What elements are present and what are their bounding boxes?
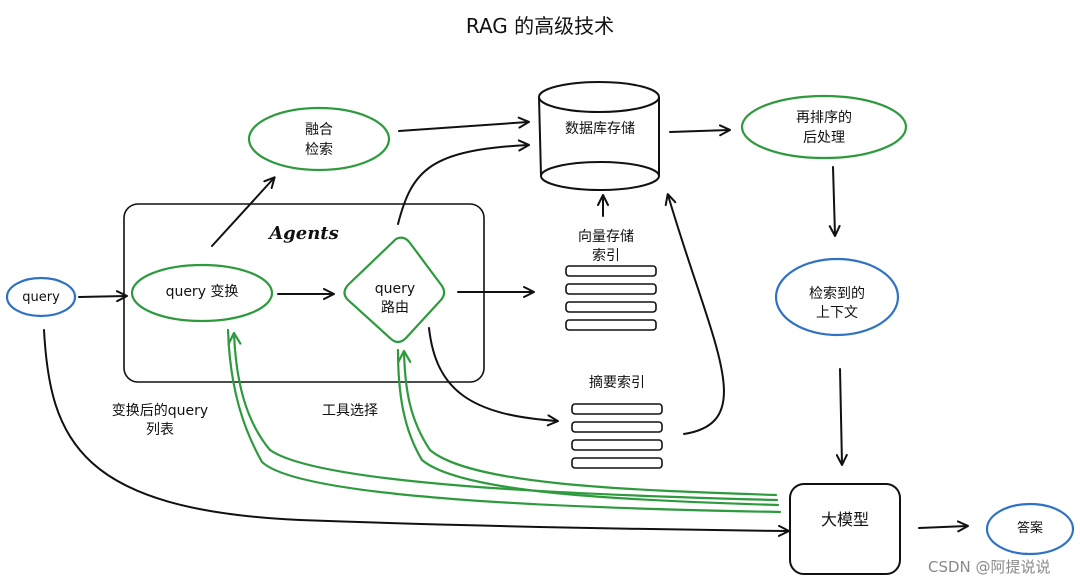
- arrow-summary-index-to-database: [664, 193, 725, 435]
- arrow-database-to-reranking: [669, 124, 731, 137]
- query-input-node: [5, 276, 77, 318]
- query-routing-label-2: 路由: [381, 300, 409, 316]
- summary-index-stack: [571, 403, 663, 469]
- arrow-routing-to-summary-index: [428, 327, 559, 427]
- database-node: [538, 81, 660, 191]
- arrow-fusion-to-database: [398, 116, 530, 132]
- database-label: 数据库存储: [565, 121, 635, 137]
- fusion-retrieval-label-2: 检索: [305, 142, 333, 158]
- green-arrow-llm-to-routing-b: [396, 348, 780, 507]
- answer-label: 答案: [1016, 521, 1043, 536]
- green-arrow-llm-to-transform-b: [226, 328, 782, 514]
- arrow-llm-to-answer: [918, 520, 969, 533]
- vector-index-label-1: 向量存储: [578, 229, 634, 245]
- fusion-retrieval-node: [247, 106, 391, 172]
- query-transform-label: query 变换: [165, 284, 239, 300]
- diagram-title: RAG 的高级技术: [465, 14, 615, 38]
- vector-index-stack: [565, 265, 657, 331]
- agents-label: Agents: [269, 223, 339, 244]
- query-input-label: query: [22, 290, 60, 305]
- llm-node: [789, 483, 901, 575]
- arrow-query-to-transform: [78, 290, 128, 303]
- arrow-context-to-llm: [835, 368, 848, 466]
- query-routing-node: [343, 236, 446, 344]
- arrow-reranking-to-context: [828, 166, 841, 237]
- fusion-retrieval-label-1: 融合: [305, 122, 333, 138]
- arrow-routing-to-database: [397, 139, 530, 225]
- retrieved-context-label-2: 上下文: [816, 305, 858, 321]
- reranking-label-1: 再排序的: [796, 110, 852, 126]
- green-arrow-llm-to-transform-a: [234, 334, 779, 502]
- answer-node: [985, 502, 1075, 556]
- query-transform-node: [130, 263, 274, 323]
- query-routing-label-1: query: [374, 281, 416, 297]
- retrieved-context-node: [774, 257, 900, 337]
- llm-label: 大模型: [820, 510, 869, 529]
- tool-selection-label: 工具选择: [322, 403, 378, 419]
- watermark: CSDN @阿提说说: [928, 558, 1051, 576]
- transformed-queries-label-1: 变换后的query: [111, 403, 209, 419]
- summary-index-label: 摘要索引: [589, 375, 645, 391]
- reranking-label-2: 后处理: [803, 130, 845, 146]
- green-arrow-llm-to-routing-a: [404, 352, 778, 497]
- reranking-node: [740, 94, 908, 160]
- retrieved-context-label-1: 检索到的: [809, 286, 865, 302]
- vector-index-label-2: 索引: [592, 248, 620, 264]
- arrow-query-to-llm: [43, 329, 790, 537]
- arrow-transform-to-fusion: [211, 176, 276, 247]
- transformed-queries-label-2: 列表: [146, 422, 174, 438]
